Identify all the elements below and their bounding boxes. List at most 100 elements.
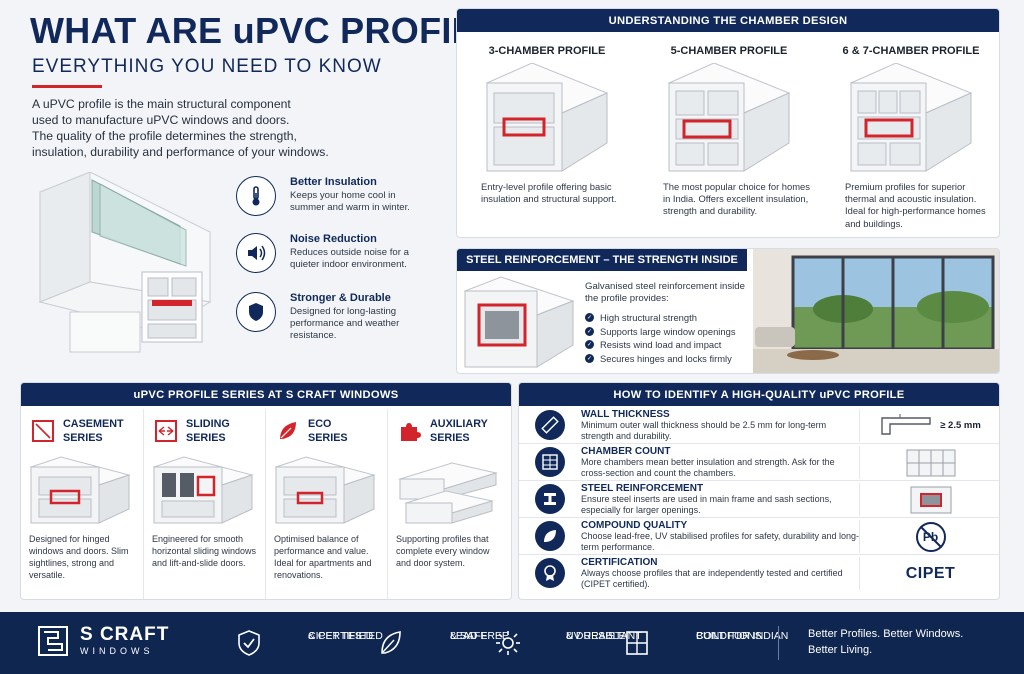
puzzle-icon bbox=[401, 423, 421, 441]
chamber-title: 5-CHAMBER PROFILE bbox=[670, 45, 788, 57]
series-desc: Engineered for smooth horizontal sliding… bbox=[152, 534, 257, 568]
cipet-visual: CIPET bbox=[859, 557, 999, 590]
list-item-text: Supports large window openings bbox=[600, 325, 736, 337]
no-lead-icon: Pb bbox=[915, 521, 946, 552]
benefit-title: Noise Reduction bbox=[290, 233, 377, 245]
speaker-icon bbox=[236, 233, 276, 273]
panel-heading: uPVC PROFILE SERIES AT S CRAFT WINDOWS bbox=[21, 383, 511, 406]
chamber-count-visual bbox=[859, 446, 999, 479]
eco-profile-image bbox=[274, 456, 376, 524]
quality-identify-panel: HOW TO IDENTIFY A HIGH-QUALITY uPVC PROF… bbox=[518, 382, 1000, 600]
casement-icon bbox=[32, 420, 54, 442]
chamber-design-panel: UNDERSTANDING THE CHAMBER DESIGN 3-CHAMB… bbox=[456, 8, 1000, 238]
list-item: ✓ Resists wind load and impact bbox=[585, 338, 736, 352]
intro-line: insulation, durability and performance o… bbox=[32, 145, 329, 159]
quality-desc: Always choose profiles that are independ… bbox=[581, 568, 843, 589]
series-desc: Designed for hinged windows and doors. S… bbox=[29, 534, 129, 580]
chamber-card-5: 5-CHAMBER PROFILE The most popular choic… bbox=[639, 39, 819, 235]
benefit-desc: Designed for long-lasting performance an… bbox=[290, 306, 400, 341]
list-item: ✓ High structural strength bbox=[585, 311, 736, 325]
list-item: ✓ Supports large window openings bbox=[585, 325, 736, 339]
cipet-logo: CIPET bbox=[905, 564, 956, 582]
profile-3-chamber-image bbox=[485, 63, 609, 172]
quality-desc: Minimum outer wall thickness should be 2… bbox=[581, 420, 827, 441]
benefit-durable: Stronger & Durable Designed for long-las… bbox=[236, 292, 436, 348]
series-desc: Optimised balance of performance and val… bbox=[274, 534, 372, 580]
benefit-title: Better Insulation bbox=[290, 176, 377, 188]
ruler-icon bbox=[535, 410, 565, 440]
brand-name: S CRAFT bbox=[80, 624, 170, 645]
award-icon bbox=[535, 558, 565, 588]
series-desc: Supporting profiles that complete every … bbox=[396, 534, 490, 568]
list-item-text: Secures hinges and locks firmly bbox=[600, 352, 732, 364]
list-item-text: High structural strength bbox=[600, 312, 697, 324]
quality-title: COMPOUND QUALITY bbox=[581, 520, 688, 531]
quality-row-steel: STEEL REINFORCEMENT Ensure steel inserts… bbox=[519, 481, 999, 518]
window-profile-illustration bbox=[38, 172, 212, 353]
check-icon: ✓ bbox=[585, 313, 594, 323]
chamber-card-3: 3-CHAMBER PROFILE Entry-level profile of… bbox=[457, 39, 637, 235]
steel-profile-image bbox=[463, 276, 575, 368]
footer-bar: S CRAFT WINDOWS CIPET TESTED& CERTIFIED … bbox=[0, 612, 1024, 674]
quality-desc: More chambers mean better insulation and… bbox=[581, 457, 835, 478]
wall-thickness-visual: ≥ 2.5 mm bbox=[859, 409, 999, 442]
check-icon: ✓ bbox=[585, 326, 594, 336]
quality-row-wall-thickness: WALL THICKNESS Minimum outer wall thickn… bbox=[519, 407, 999, 444]
chamber-desc: Premium profiles for superior thermal an… bbox=[845, 181, 986, 229]
benefit-desc: Reduces outside noise for a quieter indo… bbox=[290, 247, 409, 270]
check-icon: ✓ bbox=[585, 340, 594, 350]
shield-icon bbox=[236, 292, 276, 332]
quality-title: STEEL REINFORCEMENT bbox=[581, 483, 704, 494]
chamber-title: 3-CHAMBER PROFILE bbox=[488, 45, 606, 57]
chamber-desc: The most popular choice for homes in Ind… bbox=[663, 181, 810, 217]
casement-profile-image bbox=[29, 456, 131, 524]
profile-series-panel: uPVC PROFILE SERIES AT S CRAFT WINDOWS C… bbox=[20, 382, 512, 600]
quality-desc: Choose lead-free, UV stabilised profiles… bbox=[581, 531, 859, 552]
profile-6-7-chamber-image bbox=[849, 63, 973, 172]
window-icon bbox=[626, 631, 648, 655]
quality-title: CHAMBER COUNT bbox=[581, 446, 671, 457]
quality-row-compound: COMPOUND QUALITY Choose lead-free, UV st… bbox=[519, 518, 999, 555]
shield-check-icon bbox=[238, 630, 260, 656]
chamber-title: 6 & 7-CHAMBER PROFILE bbox=[842, 45, 980, 57]
panel-heading: HOW TO IDENTIFY A HIGH-QUALITY uPVC PROF… bbox=[519, 383, 999, 406]
lead-free-visual: Pb bbox=[859, 520, 999, 553]
beam-icon bbox=[535, 484, 565, 514]
panel-heading: STEEL REINFORCEMENT – THE STRENGTH INSID… bbox=[457, 249, 747, 271]
panel-heading: UNDERSTANDING THE CHAMBER DESIGN bbox=[457, 9, 999, 32]
steel-visual bbox=[859, 483, 999, 516]
steel-intro: Galvanised steel reinforcement inside th… bbox=[585, 281, 745, 304]
footer-tagline: Better Profiles. Better Windows.Better L… bbox=[808, 628, 964, 656]
profile-5-chamber-image bbox=[667, 63, 791, 172]
title-underline bbox=[32, 85, 102, 88]
benefit-insulation: Better Insulation Keeps your home cool i… bbox=[236, 176, 436, 232]
leaf-icon bbox=[280, 422, 296, 439]
wall-thickness-label: ≥ 2.5 mm bbox=[940, 420, 981, 431]
benefit-noise: Noise Reduction Reduces outside noise fo… bbox=[236, 233, 436, 289]
chamber-desc: Entry-level profile offering basic insul… bbox=[481, 181, 617, 205]
quality-row-certification: CERTIFICATION Always choose profiles tha… bbox=[519, 555, 999, 592]
intro-line: A uPVC profile is the main structural co… bbox=[32, 97, 291, 111]
list-item-text: Resists wind load and impact bbox=[600, 339, 722, 351]
intro-line: used to manufacture uPVC windows and doo… bbox=[32, 113, 290, 127]
sliding-profile-image bbox=[152, 456, 254, 524]
quality-title: WALL THICKNESS bbox=[581, 409, 670, 420]
check-icon: ✓ bbox=[585, 353, 594, 363]
grid-icon bbox=[535, 447, 565, 477]
benefit-desc: Keeps your home cool in summer and warm … bbox=[290, 190, 410, 213]
chamber-card-6-7: 6 & 7-CHAMBER PROFILE Premium profiles f… bbox=[821, 39, 999, 235]
auxiliary-profile-image bbox=[398, 462, 498, 524]
footer-divider bbox=[778, 626, 779, 660]
page-subtitle: EVERYTHING YOU NEED TO KNOW bbox=[32, 56, 382, 77]
quality-title: CERTIFICATION bbox=[581, 557, 658, 568]
list-item: ✓ Secures hinges and locks firmly bbox=[585, 352, 736, 366]
intro-text: A uPVC profile is the main structural co… bbox=[32, 96, 362, 160]
brand-logo-icon bbox=[38, 626, 68, 656]
